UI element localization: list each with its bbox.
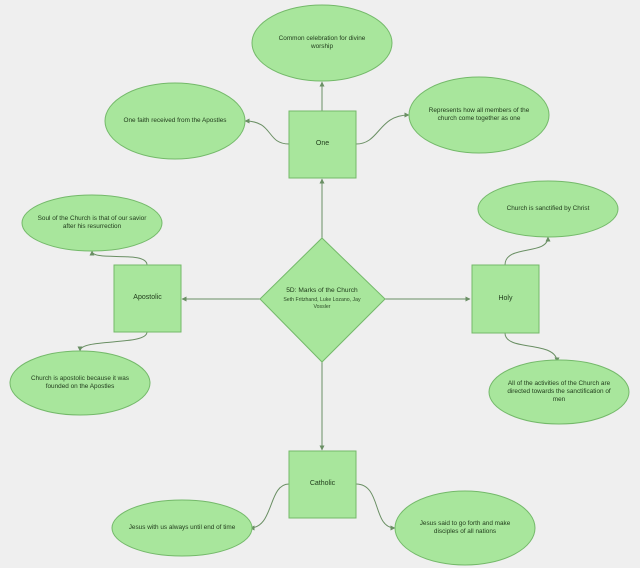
apostolic-top-ellipse[interactable] [21, 194, 163, 252]
holy-top-ellipse[interactable] [477, 180, 619, 238]
one-left-ellipse[interactable] [104, 82, 246, 160]
connector-catholic-to-right [355, 483, 396, 531]
apostolic-square[interactable] [113, 264, 182, 333]
connector-apostolic-to-top [89, 250, 148, 266]
holy-square[interactable] [471, 264, 540, 334]
catholic-left-ellipse[interactable] [111, 499, 253, 557]
connector-apostolic-to-bottom [77, 331, 148, 352]
connector-catholic-to-left [249, 483, 290, 531]
center-diamond[interactable] [259, 237, 386, 363]
connector-one-to-left [244, 118, 290, 145]
connector-holy-to-bottom [504, 332, 560, 363]
apostolic-bottom-ellipse[interactable] [9, 350, 151, 416]
catholic-square[interactable] [288, 450, 357, 519]
catholic-right-ellipse[interactable] [394, 490, 536, 566]
connector-holy-to-top [504, 236, 551, 266]
connectors [77, 81, 560, 531]
holy-bottom-ellipse[interactable] [488, 359, 630, 425]
one-top-ellipse[interactable] [251, 4, 393, 82]
connector-one-to-right [355, 112, 410, 145]
one-right-ellipse[interactable] [408, 76, 550, 154]
one-square[interactable] [288, 110, 357, 179]
